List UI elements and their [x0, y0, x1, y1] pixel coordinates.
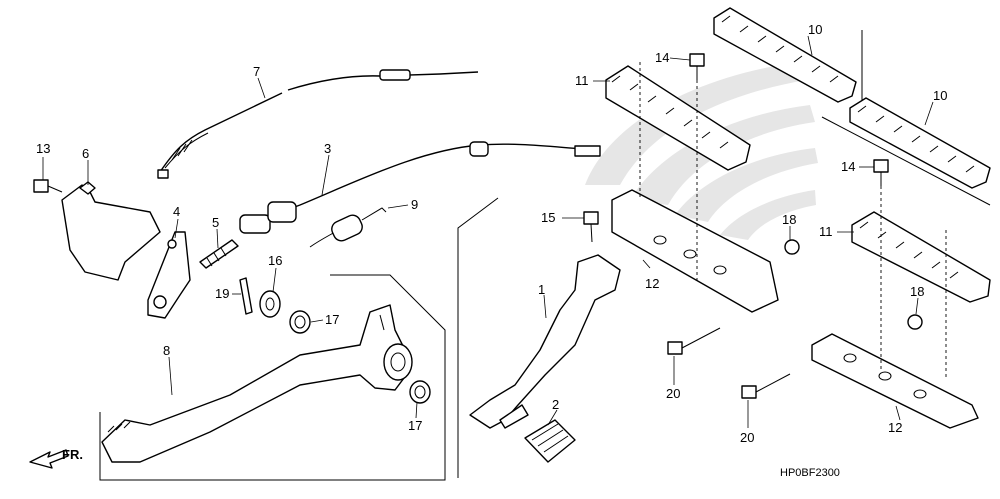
step-plate-part-11-lower: [851, 211, 991, 303]
bolt-part-14-upper: [689, 53, 705, 80]
cable-part-3: [239, 141, 601, 234]
bushing-part-17-lower: [409, 380, 431, 404]
bracket-part-6: [61, 181, 161, 281]
callout-16: 16: [268, 253, 282, 268]
bushing-part-17-upper: [289, 310, 311, 334]
callout-10-upper: 10: [808, 22, 822, 37]
alignment-lines: [639, 62, 947, 380]
callout-4: 4: [173, 204, 180, 219]
bracket-part-12-lower: [811, 333, 979, 429]
callout-15: 15: [541, 210, 555, 225]
callout-13: 13: [36, 141, 50, 156]
callout-20-upper: 20: [666, 386, 680, 401]
callout-18-upper: 18: [782, 212, 796, 227]
callout-11-upper: 11: [575, 73, 589, 88]
step-plate-part-11-upper: [605, 65, 751, 171]
callout-17-lower: 17: [408, 418, 422, 433]
callout-20-lower: 20: [740, 430, 754, 445]
assembly-frame-right: [457, 30, 991, 478]
callout-12-upper: 12: [645, 276, 659, 291]
callout-12-lower: 12: [888, 420, 902, 435]
assembly-frame-left: [99, 274, 446, 481]
callout-2: 2: [552, 397, 559, 412]
cable-part-7: [157, 69, 479, 179]
leader-lines: [42, 35, 934, 428]
callout-9: 9: [411, 197, 418, 212]
pedal-rubber-part-2: [524, 419, 576, 463]
bolt-part-14-lower: [873, 159, 889, 186]
arm-part-4: [147, 231, 191, 319]
step-plate-part-10-lower: [849, 97, 991, 189]
callout-14-upper: 14: [655, 50, 669, 65]
bolt-part-20-lower: [741, 373, 791, 399]
callout-18-lower: 18: [910, 284, 924, 299]
callout-5: 5: [212, 215, 219, 230]
step-plate-part-10-upper: [713, 7, 857, 103]
brake-pedal-part-8: [101, 304, 413, 463]
bolt-part-20-upper: [667, 327, 721, 355]
diagram-code: HP0BF2300: [780, 467, 840, 479]
callout-3: 3: [324, 141, 331, 156]
callout-19: 19: [215, 286, 229, 301]
callout-1: 1: [538, 282, 545, 297]
spring-part-5: [199, 239, 239, 269]
spring-part-9: [309, 207, 387, 248]
washer-part-16: [259, 290, 281, 318]
callout-6: 6: [82, 146, 89, 161]
direction-label: FR.: [62, 447, 83, 462]
nut-part-18-lower: [907, 314, 923, 330]
callout-8: 8: [163, 343, 170, 358]
callout-7: 7: [253, 64, 260, 79]
front-direction-arrow: [29, 449, 69, 469]
bracket-part-12-upper: [611, 189, 779, 313]
callout-17-upper: 17: [325, 312, 339, 327]
pin-part-19: [239, 277, 253, 315]
nut-part-18-upper: [784, 239, 800, 255]
bolt-part-13: [33, 179, 63, 193]
callout-10-lower: 10: [933, 88, 947, 103]
shift-pedal-part-1: [469, 254, 621, 429]
callout-11-lower: 11: [819, 224, 833, 239]
callout-14-lower: 14: [841, 159, 855, 174]
bolt-part-15: [583, 211, 599, 243]
